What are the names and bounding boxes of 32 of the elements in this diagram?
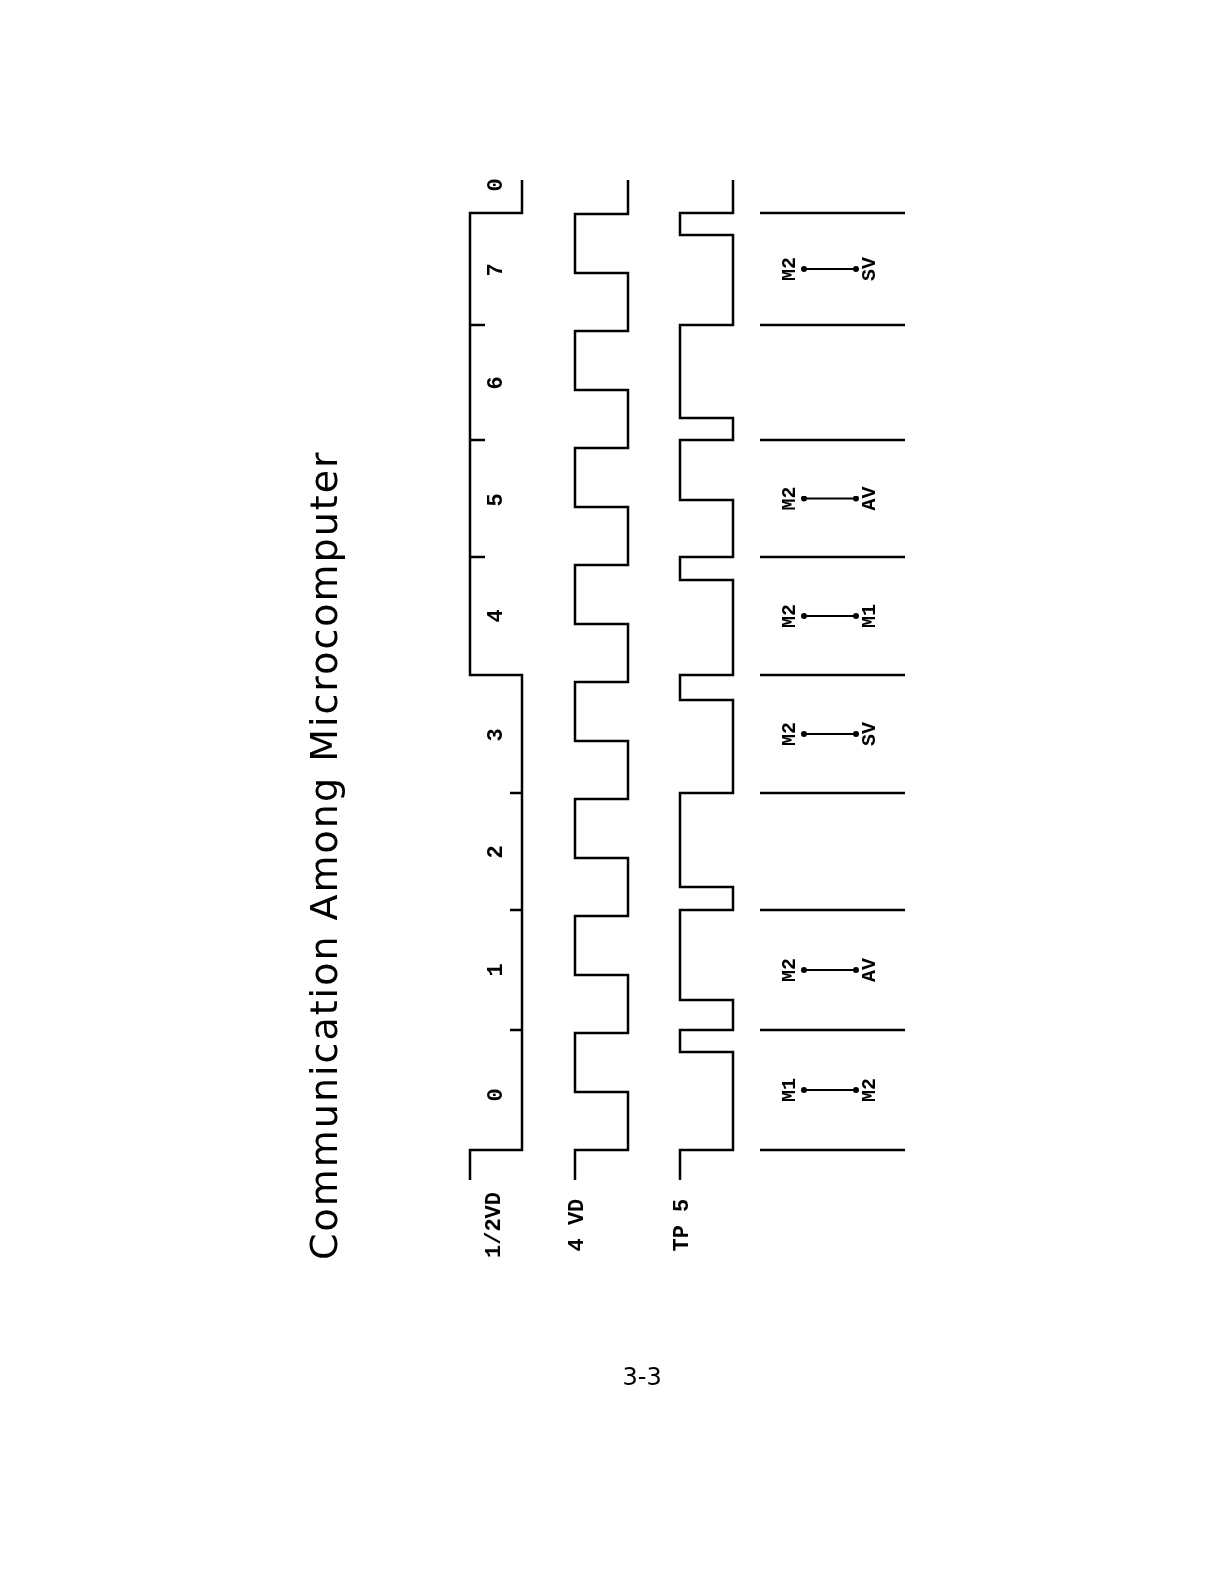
title: Communication Among Microcomputer xyxy=(305,450,343,1260)
connector xyxy=(801,266,859,272)
unit-name: SV xyxy=(860,257,880,281)
unit-name: M2 xyxy=(780,722,800,746)
unit-name: M2 xyxy=(780,486,800,511)
unit-name: AV xyxy=(860,958,880,982)
frame-number: 3 xyxy=(486,728,508,742)
frame-number: 6 xyxy=(486,376,508,390)
unit-name: M2 xyxy=(780,257,800,281)
signal-name: TP 5 xyxy=(672,1198,694,1252)
frame-number: 2 xyxy=(486,845,508,859)
frame-number: 4 xyxy=(486,609,508,623)
connector xyxy=(801,613,859,619)
unit-name: SV xyxy=(860,722,880,746)
signal-name: 1/2VD xyxy=(484,1192,506,1258)
frame-number: 7 xyxy=(486,263,508,277)
connector xyxy=(801,967,859,973)
unit-name: M1 xyxy=(780,1078,800,1102)
unit-name: M2 xyxy=(860,1078,880,1102)
connector xyxy=(801,496,859,502)
frame-number: 5 xyxy=(486,493,508,507)
unit-name: M2 xyxy=(780,958,800,982)
unit-name: AV xyxy=(860,486,880,511)
frame-number: 1 xyxy=(486,963,508,977)
connector xyxy=(801,1087,859,1093)
frame-number: 0 xyxy=(486,178,508,192)
connector xyxy=(801,731,859,737)
page-number: 3-3 xyxy=(622,1365,662,1389)
signal-name: 4 VD xyxy=(567,1198,589,1252)
frame-number: 0 xyxy=(486,1088,508,1102)
unit-name: M1 xyxy=(860,604,880,628)
unit-name: M2 xyxy=(780,604,800,628)
